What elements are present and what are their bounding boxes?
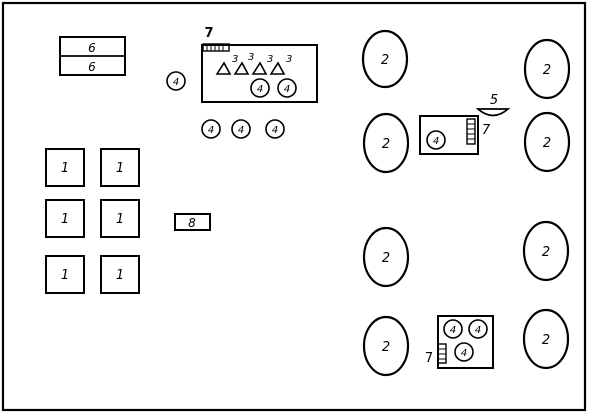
arc-marker: 5 bbox=[475, 93, 511, 117]
triangle-marker: 3 bbox=[269, 54, 292, 75]
bottom-station: 4 4 4 7 bbox=[425, 315, 494, 369]
circle-marker: 4 bbox=[468, 319, 488, 339]
work-table-label: 1 bbox=[61, 212, 69, 227]
oval-unit: 2 bbox=[522, 308, 570, 370]
triangle-marker-label: 3 bbox=[286, 54, 292, 65]
work-table: 1 bbox=[45, 255, 85, 294]
oval-unit: 2 bbox=[522, 220, 570, 282]
oval-unit: 2 bbox=[362, 226, 410, 288]
two-cell-box-top-label: 6 bbox=[88, 41, 96, 55]
hatched-strip-marker bbox=[466, 118, 476, 145]
circle-marker-label: 4 bbox=[238, 125, 244, 136]
circle-marker: 4 bbox=[426, 130, 446, 150]
work-table: 1 bbox=[100, 148, 140, 187]
oval-unit-label: 2 bbox=[382, 251, 390, 266]
oval-unit-label: 2 bbox=[542, 333, 550, 348]
circle-marker-label: 4 bbox=[173, 77, 179, 88]
circle-marker-label: 4 bbox=[257, 84, 263, 95]
oval-unit-label: 2 bbox=[382, 340, 390, 355]
work-table: 1 bbox=[100, 255, 140, 294]
arc-marker-label: 5 bbox=[490, 93, 498, 108]
circle-marker-label: 4 bbox=[272, 125, 278, 136]
work-table: 1 bbox=[100, 199, 140, 238]
oval-unit-label: 2 bbox=[381, 53, 389, 68]
oval-unit: 2 bbox=[361, 29, 409, 89]
middle-station: 4 7 bbox=[419, 115, 491, 155]
work-table-label: 1 bbox=[116, 161, 124, 176]
hatched-strip-marker bbox=[437, 343, 447, 364]
oval-unit: 2 bbox=[362, 315, 410, 377]
small-box-label: 8 bbox=[188, 216, 196, 230]
two-cell-box-bottom-label: 6 bbox=[88, 60, 96, 74]
triangle-marker-label: 3 bbox=[267, 54, 273, 65]
circle-marker: 4 bbox=[454, 342, 474, 362]
triangle-marker: 3 bbox=[251, 54, 273, 75]
circle-marker-label: 4 bbox=[461, 348, 467, 359]
work-table-label: 1 bbox=[61, 268, 69, 283]
circle-marker-label: 4 bbox=[284, 84, 290, 95]
hatched-strip-marker bbox=[202, 43, 230, 52]
two-cell-box: 6 6 bbox=[59, 36, 126, 76]
circle-marker: 4 bbox=[277, 78, 297, 98]
triangle-marker-label: 3 bbox=[232, 54, 238, 65]
hatched-strip-label: 7 bbox=[204, 26, 213, 41]
hatched-strip-label: 7 bbox=[425, 351, 433, 366]
center-table: 7 3 3 3 3 4 4 bbox=[201, 26, 318, 103]
work-table-label: 1 bbox=[116, 212, 124, 227]
work-table-label: 1 bbox=[61, 161, 69, 176]
triangle-marker-label: 3 bbox=[248, 52, 254, 63]
oval-unit-label: 2 bbox=[382, 137, 390, 152]
circle-marker: 4 bbox=[166, 71, 186, 91]
hatched-strip-label: 7 bbox=[482, 123, 491, 138]
circle-marker: 4 bbox=[443, 319, 463, 339]
oval-unit: 2 bbox=[362, 112, 410, 174]
oval-unit-label: 2 bbox=[543, 136, 551, 151]
circle-marker-label: 4 bbox=[450, 325, 456, 336]
small-box: 8 bbox=[174, 213, 211, 231]
oval-unit: 2 bbox=[523, 111, 571, 173]
triangle-marker: 3 bbox=[215, 54, 238, 75]
circle-marker-label: 4 bbox=[208, 125, 214, 136]
work-table: 1 bbox=[45, 199, 85, 238]
circle-marker: 4 bbox=[265, 119, 285, 139]
oval-unit-label: 2 bbox=[543, 63, 551, 78]
circle-marker-label: 4 bbox=[433, 136, 439, 147]
work-table-label: 1 bbox=[116, 268, 124, 283]
circle-marker: 4 bbox=[231, 119, 251, 139]
oval-unit: 2 bbox=[523, 38, 571, 100]
work-table: 1 bbox=[45, 148, 85, 187]
triangle-marker: 3 bbox=[233, 52, 254, 75]
circle-marker-label: 4 bbox=[475, 325, 481, 336]
circle-marker: 4 bbox=[201, 119, 221, 139]
oval-unit-label: 2 bbox=[542, 245, 550, 260]
circle-marker: 4 bbox=[250, 78, 270, 98]
